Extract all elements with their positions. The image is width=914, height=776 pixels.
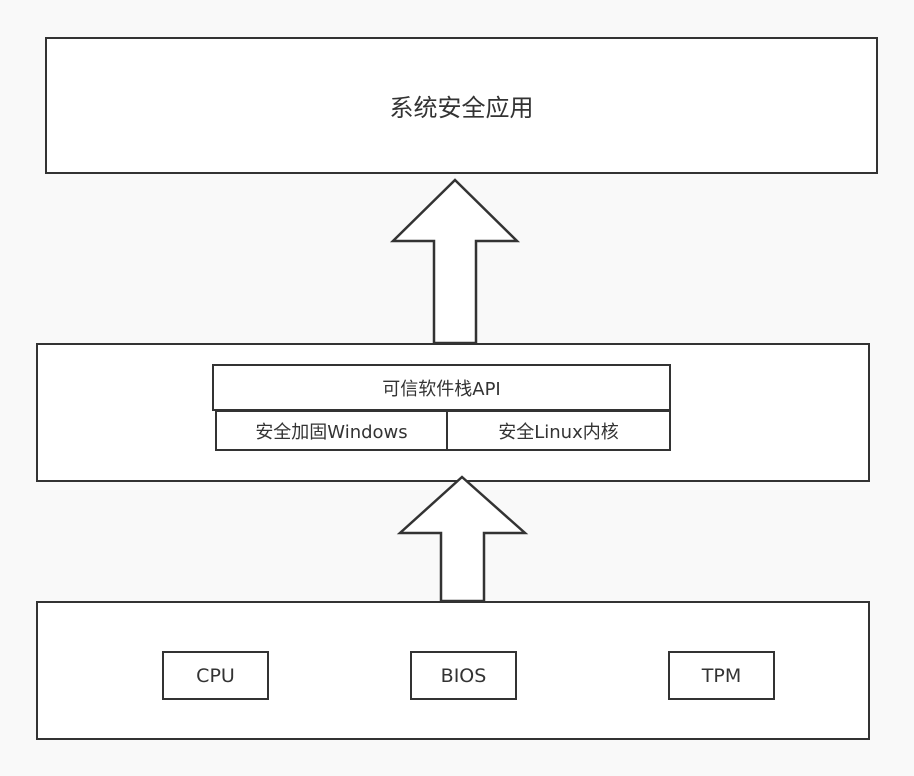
trusted-software-stack-api-label: 可信软件栈API — [382, 378, 501, 400]
arrow-up-middle-to-top — [389, 178, 521, 345]
system-security-application-box: 系统安全应用 — [45, 37, 878, 174]
trusted-software-stack-api-box: 可信软件栈API — [212, 364, 671, 411]
cpu-label: CPU — [196, 664, 235, 687]
system-security-application-label: 系统安全应用 — [389, 94, 534, 122]
tpm-label: TPM — [701, 664, 742, 687]
bios-box: BIOS — [410, 651, 517, 700]
arrow-up-hardware-to-middle — [396, 475, 529, 603]
secure-linux-kernel-label: 安全Linux内核 — [498, 421, 619, 443]
hardened-windows-label: 安全加固Windows — [255, 421, 408, 443]
hardened-windows-box: 安全加固Windows — [215, 410, 448, 451]
secure-linux-kernel-box: 安全Linux内核 — [446, 410, 671, 451]
tpm-box: TPM — [668, 651, 775, 700]
cpu-box: CPU — [162, 651, 269, 700]
bios-label: BIOS — [440, 664, 487, 687]
